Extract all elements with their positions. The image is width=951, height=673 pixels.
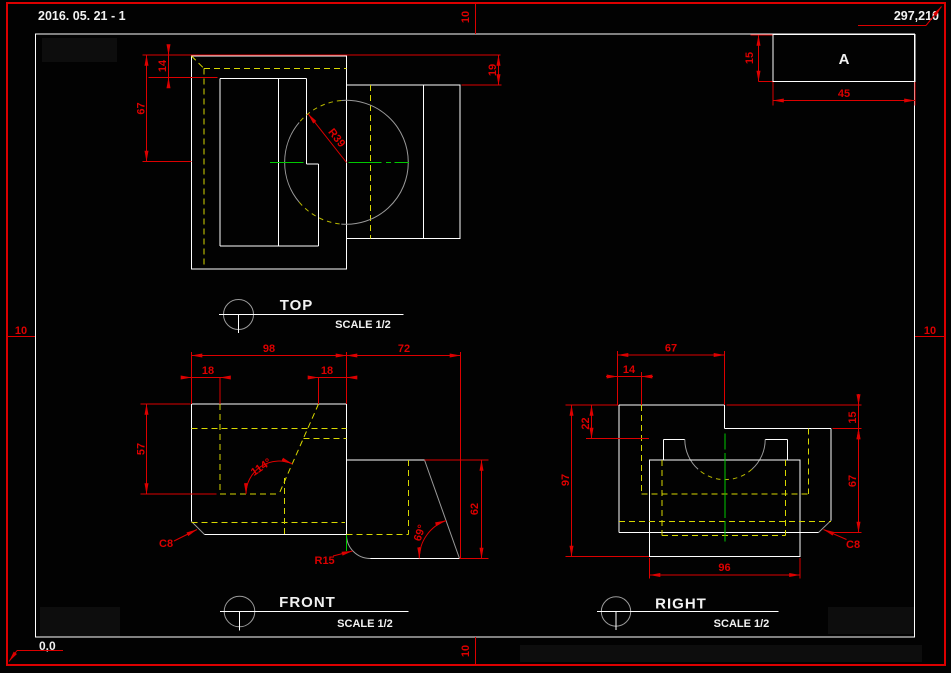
- top-view-label-group: TOP SCALE 1/2: [219, 297, 404, 333]
- margin-label-bottom: 10: [460, 645, 472, 657]
- dim-14-right-text: 14: [623, 364, 636, 376]
- dim-98-text: 98: [263, 343, 275, 355]
- dim-96-text: 96: [718, 562, 730, 574]
- dim-c8-right-text: C8: [846, 539, 860, 551]
- dim-chamfer-c8-right: C8: [823, 529, 860, 551]
- dim-22: 22: [580, 404, 649, 439]
- top-view-visible-lines: [191, 55, 461, 270]
- right-view-visible-lines: [618, 404, 832, 557]
- dim-69-text: 69°: [412, 523, 429, 543]
- dim-fillet-r15: R15: [315, 550, 353, 567]
- dim-22-text: 22: [580, 417, 592, 429]
- zone-width-dimension: 45: [772, 82, 916, 106]
- margin-tick-left: 10: [6, 325, 35, 337]
- zone-height-dimension: 15: [744, 34, 773, 82]
- front-view-dimensions: 98 72 18 18: [136, 343, 489, 567]
- dim-67-rs-text: 67: [847, 475, 859, 487]
- top-view: 67 14 19 R39 TOP SCALE 1/2: [136, 44, 502, 333]
- dark-area-bottom-left: [40, 607, 120, 637]
- margin-tick-right: 10: [915, 325, 945, 337]
- dim-18-left: 18: [180, 365, 231, 404]
- corner-pointer-bottom-left: [8, 650, 63, 662]
- dim-14-top: 14: [148, 44, 218, 89]
- dim-14-top-text: 14: [157, 59, 169, 72]
- dim-18-left-text: 18: [202, 365, 214, 377]
- dim-18-right: 18: [307, 365, 358, 404]
- dim-15-right: 15: [726, 394, 862, 440]
- dim-96: 96: [649, 558, 801, 579]
- margin-label-left: 10: [15, 325, 27, 337]
- dim-18-right-text: 18: [321, 365, 333, 377]
- zone-height-text: 15: [744, 52, 756, 64]
- dim-57: 57: [136, 403, 217, 495]
- margin-label-right: 10: [924, 325, 936, 337]
- dim-c8-front-text: C8: [159, 538, 173, 550]
- dim-angle-114: 114°: [244, 456, 293, 495]
- origin-label: 0,0: [39, 639, 56, 653]
- front-view-label: FRONT: [279, 594, 336, 611]
- dim-67-top: 67: [136, 54, 192, 162]
- dark-area-bottom-center: [520, 645, 922, 662]
- top-view-hidden-lines: [191, 55, 371, 267]
- top-view-scale: SCALE 1/2: [335, 319, 391, 331]
- dim-98: 98: [191, 343, 347, 358]
- dim-r15-text: R15: [315, 555, 335, 567]
- dim-67-right-top: 67: [617, 343, 725, 405]
- dim-14-right: 14: [606, 364, 653, 405]
- outer-border: [6, 2, 946, 666]
- dim-67-right-side: 67: [833, 428, 862, 533]
- right-view-label: RIGHT: [655, 596, 707, 613]
- dim-angle-69: 69°: [412, 520, 447, 559]
- dim-15-right-text: 15: [847, 411, 859, 423]
- front-view-visible-lines: [191, 403, 460, 560]
- dim-r39-text: R39: [325, 127, 347, 150]
- margin-tick-top: 10: [460, 3, 476, 34]
- margin-label-top: 10: [460, 11, 472, 23]
- dim-114-text: 114°: [249, 456, 274, 478]
- right-view-scale: SCALE 1/2: [714, 618, 770, 630]
- zone-width-text: 45: [838, 88, 850, 100]
- dim-19-top: 19: [461, 54, 502, 86]
- sheet-frame: 2016. 05. 21 - 1 297,210 0,0 10 10 10 10…: [6, 2, 946, 666]
- margin-tick-bottom: 10: [460, 637, 476, 665]
- dim-72-text: 72: [398, 343, 410, 355]
- dim-97: 97: [560, 404, 649, 557]
- corner-pointer-top-right: [858, 6, 942, 26]
- dark-area-top-left: [42, 38, 117, 62]
- front-view-scale: SCALE 1/2: [337, 618, 393, 630]
- front-view: 98 72 18 18: [136, 343, 489, 631]
- dim-r39-radius: R39: [307, 113, 347, 163]
- front-view-hidden-lines: [191, 403, 409, 535]
- dim-62: 62: [424, 459, 489, 559]
- corner-coordinates: 297,210: [894, 9, 939, 23]
- dim-67-top-text: 67: [136, 102, 148, 114]
- top-view-label: TOP: [280, 297, 314, 314]
- dim-57-text: 57: [136, 443, 148, 455]
- right-view: 67 14 22 97: [560, 343, 862, 630]
- right-view-dimensions: 67 14 22 97: [560, 343, 862, 579]
- front-view-label-group: FRONT SCALE 1/2: [220, 594, 409, 631]
- sheet-title: 2016. 05. 21 - 1: [38, 9, 126, 23]
- zone-box: [772, 34, 916, 82]
- dim-62-text: 62: [469, 503, 481, 515]
- dim-97-text: 97: [560, 474, 572, 486]
- dim-chamfer-c8-front: C8: [159, 529, 198, 550]
- dim-19-top-text: 19: [487, 64, 499, 76]
- zone-label: A: [839, 51, 850, 68]
- top-view-dimensions: 67 14 19 R39: [136, 44, 502, 163]
- dim-67-rt-text: 67: [665, 343, 677, 355]
- right-view-label-group: RIGHT SCALE 1/2: [597, 596, 779, 630]
- dark-area-bottom-right: [828, 607, 914, 634]
- title-zone-block: A 15 45: [744, 34, 916, 106]
- dim-72: 72: [346, 343, 461, 358]
